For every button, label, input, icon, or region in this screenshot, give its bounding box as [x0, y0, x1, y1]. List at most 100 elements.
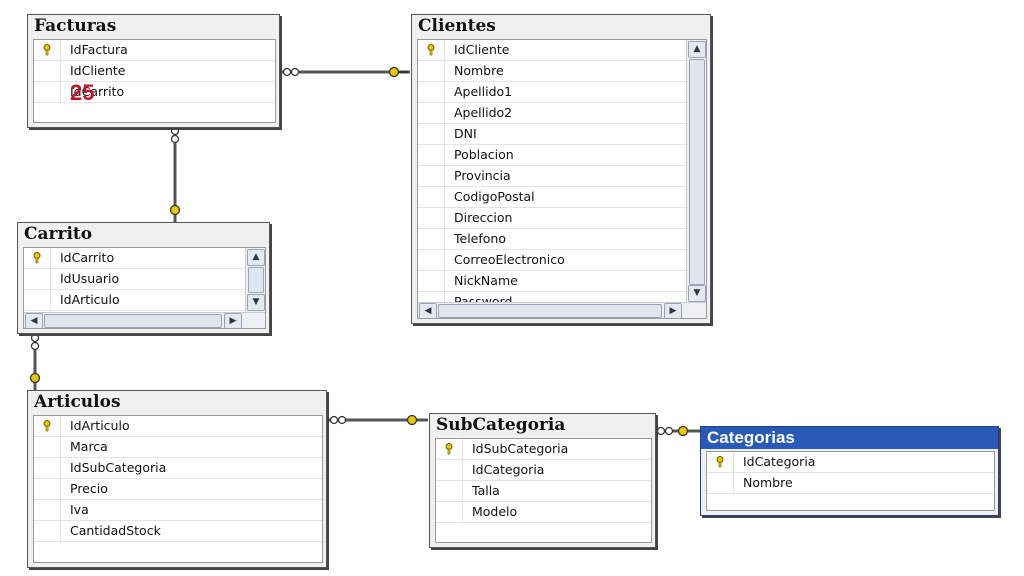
table-carrito[interactable]: Carrito IdCarrito IdUsuario IdArticulo ▲…	[17, 222, 270, 334]
column-name: Iva	[70, 502, 89, 517]
column-row[interactable]: IdCarrito	[24, 248, 245, 269]
column-row[interactable]: IdCategoria	[436, 460, 651, 481]
column-row[interactable]: IdSubCategoria	[436, 439, 651, 460]
table-title: Facturas	[28, 15, 279, 37]
column-name: DNI	[454, 126, 477, 141]
column-row[interactable]: DNI	[418, 124, 686, 145]
row-gutter	[34, 437, 61, 457]
column-row[interactable]: IdSubCategoria	[34, 458, 322, 479]
column-row[interactable]: IdCarrito	[34, 82, 275, 103]
column-row[interactable]: IdCliente	[418, 40, 686, 61]
column-row[interactable]: Nombre	[418, 61, 686, 82]
column-row[interactable]: Iva	[34, 500, 322, 521]
scroll-thumb[interactable]	[44, 314, 222, 328]
column-row[interactable]: Modelo	[436, 502, 651, 523]
column-name: Nombre	[454, 63, 504, 78]
column-name: Marca	[70, 439, 108, 454]
column-name: Poblacion	[454, 147, 514, 162]
rel-facturas-carrito[interactable]	[169, 126, 181, 222]
row-gutter	[418, 292, 445, 302]
row-gutter	[24, 269, 51, 289]
scroll-thumb[interactable]	[438, 304, 662, 318]
rel-facturas-clientes[interactable]	[278, 66, 410, 78]
table-facturas[interactable]: Facturas IdFactura IdCliente IdCarrito	[27, 14, 280, 128]
column-row[interactable]: NickName	[418, 271, 686, 292]
rel-carrito-articulos[interactable]	[29, 333, 41, 390]
horizontal-scrollbar[interactable]: ◀ ▶	[418, 302, 706, 318]
vertical-scrollbar[interactable]: ▲ ▼	[245, 248, 265, 312]
row-gutter	[418, 61, 445, 81]
column-row[interactable]: Talla	[436, 481, 651, 502]
rel-articulos-subcategoria[interactable]	[325, 414, 428, 426]
scroll-right-button[interactable]: ▶	[664, 303, 682, 318]
column-row[interactable]: Nombre	[707, 473, 994, 494]
column-list: IdCarrito IdUsuario IdArticulo ▲ ▼ ◀ ▶	[23, 247, 266, 329]
column-name: Direccion	[454, 210, 513, 225]
column-row[interactable]: Provincia	[418, 166, 686, 187]
table-subcategoria[interactable]: SubCategoria IdSubCategoria IdCategoria …	[429, 413, 656, 548]
column-row[interactable]: Poblacion	[418, 145, 686, 166]
row-gutter	[436, 460, 463, 480]
column-name: NickName	[454, 273, 518, 288]
row-gutter	[418, 271, 445, 291]
table-categorias[interactable]: Categorias IdCategoria Nombre	[700, 426, 999, 516]
column-row[interactable]: IdUsuario	[24, 269, 245, 290]
column-row[interactable]: Apellido2	[418, 103, 686, 124]
table-title: Articulos	[28, 391, 326, 413]
scroll-thumb[interactable]	[248, 267, 264, 293]
column-row[interactable]: IdArticulo	[24, 290, 245, 311]
scroll-left-button[interactable]: ◀	[25, 313, 43, 328]
scroll-down-button[interactable]: ▼	[247, 294, 265, 311]
row-gutter	[418, 208, 445, 228]
primary-key-icon	[24, 248, 51, 268]
row-gutter	[34, 479, 61, 499]
row-gutter	[418, 103, 445, 123]
scroll-up-button[interactable]: ▲	[688, 41, 706, 58]
column-list: IdSubCategoria IdCategoria Talla Modelo	[435, 438, 652, 543]
scroll-down-button[interactable]: ▼	[688, 285, 706, 302]
column-list: IdArticulo Marca IdSubCategoria Precio I…	[33, 415, 323, 563]
column-row[interactable]: Apellido1	[418, 82, 686, 103]
vertical-scrollbar[interactable]: ▲ ▼	[686, 40, 706, 302]
column-row[interactable]: Precio	[34, 479, 322, 500]
column-row[interactable]: IdArticulo	[34, 416, 322, 437]
column-name: IdCarrito	[60, 250, 115, 265]
row-gutter	[418, 250, 445, 270]
column-row[interactable]: IdCategoria	[707, 452, 994, 473]
scroll-thumb[interactable]	[689, 59, 705, 285]
row-gutter	[418, 82, 445, 102]
scroll-right-button[interactable]: ▶	[224, 313, 242, 328]
scroll-up-button[interactable]: ▲	[247, 249, 265, 266]
primary-key-icon	[436, 439, 463, 459]
row-gutter	[34, 458, 61, 478]
column-row[interactable]: IdFactura	[34, 40, 275, 61]
column-row[interactable]: IdCliente	[34, 61, 275, 82]
horizontal-scrollbar[interactable]: ◀ ▶	[24, 312, 265, 328]
row-gutter	[34, 521, 61, 541]
column-name: IdSubCategoria	[70, 460, 167, 475]
row-gutter	[418, 229, 445, 249]
column-row[interactable]: CodigoPostal	[418, 187, 686, 208]
row-gutter	[418, 124, 445, 144]
column-row[interactable]: CorreoElectronico	[418, 250, 686, 271]
column-name: IdArticulo	[60, 292, 120, 307]
column-row[interactable]: Password	[418, 292, 686, 302]
column-name: CorreoElectronico	[454, 252, 565, 267]
column-name: Provincia	[454, 168, 511, 183]
column-name: IdCliente	[454, 42, 510, 57]
overlay-number: 25	[70, 80, 95, 105]
rel-subcategoria-categorias[interactable]	[654, 425, 700, 437]
table-articulos[interactable]: Articulos IdArticulo Marca IdSubCategori…	[27, 390, 327, 568]
row-gutter	[436, 502, 463, 522]
column-name: IdCliente	[70, 63, 126, 78]
table-title: SubCategoria	[430, 414, 655, 436]
column-row[interactable]: Direccion	[418, 208, 686, 229]
column-row[interactable]: Marca	[34, 437, 322, 458]
column-row[interactable]: CantidadStock	[34, 521, 322, 542]
scroll-left-button[interactable]: ◀	[419, 303, 437, 318]
table-title: Carrito	[18, 223, 269, 245]
column-row[interactable]: Telefono	[418, 229, 686, 250]
